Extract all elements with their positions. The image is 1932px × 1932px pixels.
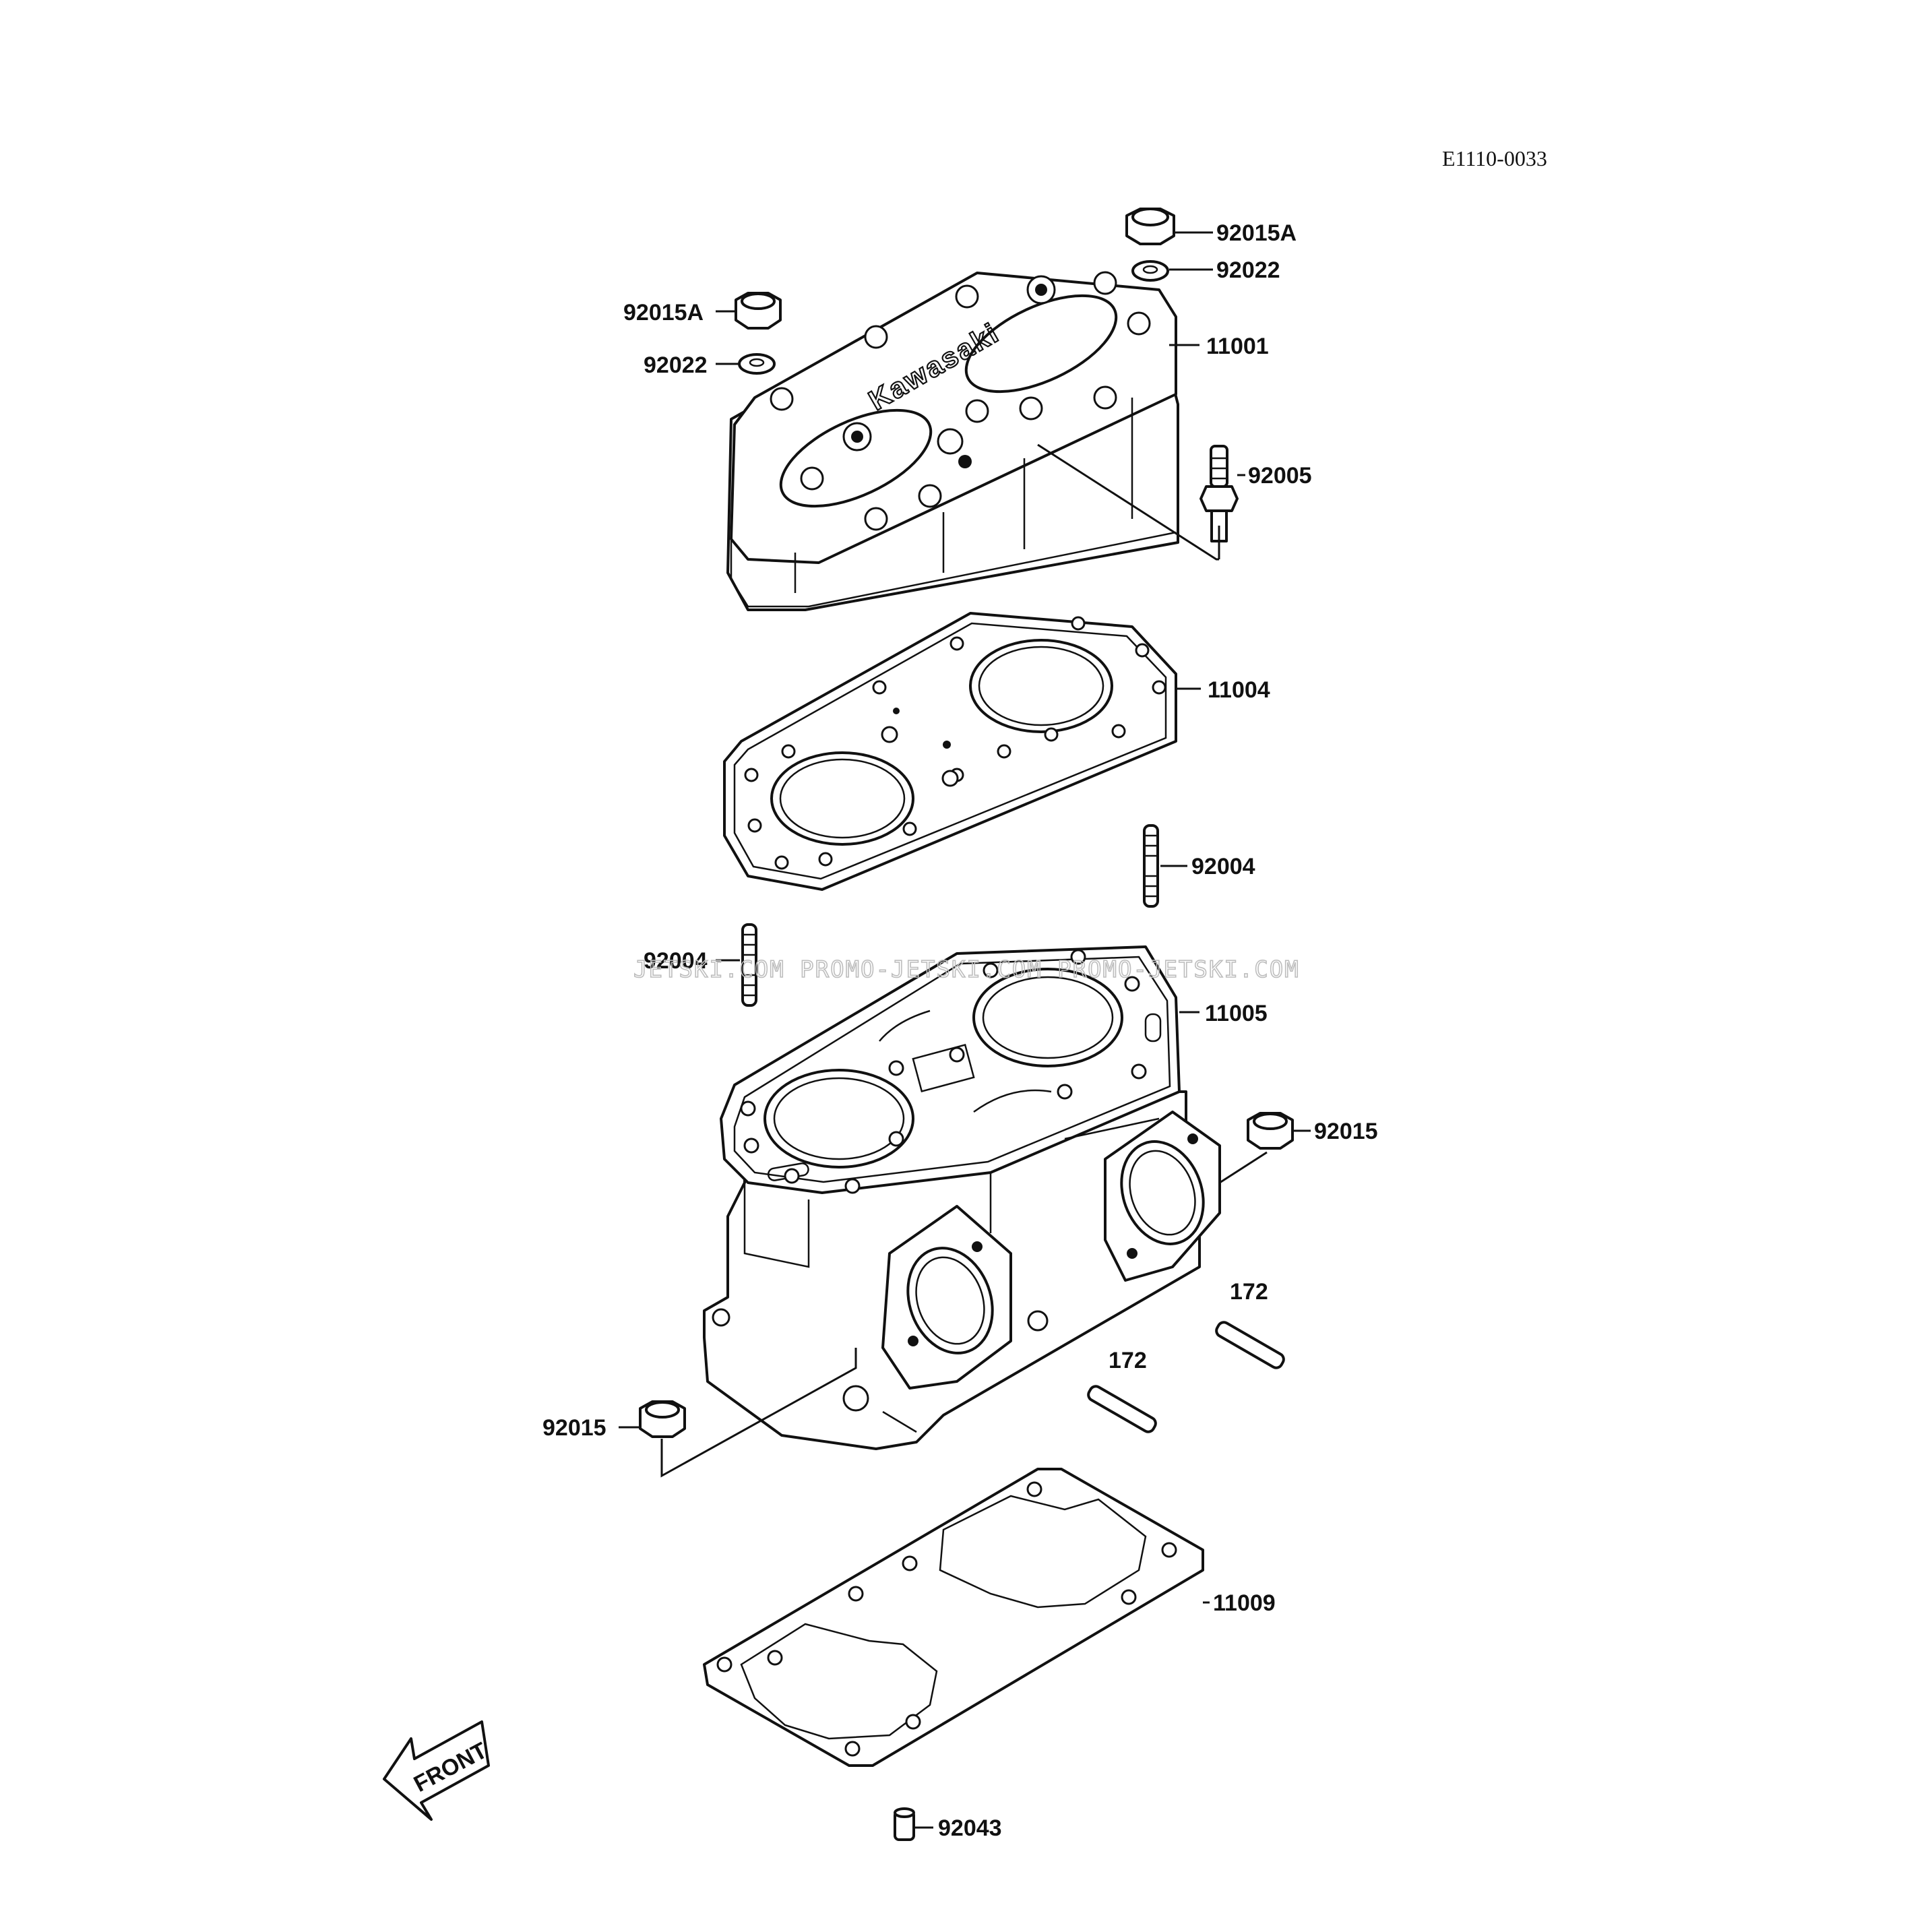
spark-plug-92005: [1199, 445, 1239, 542]
callout-92015-right: 92015: [1314, 1119, 1378, 1144]
callout-92015a-top-left: 92015A: [623, 300, 704, 325]
base-gasket: [703, 1468, 1204, 1767]
dowel-pin-92043: [894, 1807, 915, 1841]
callout-92015-left: 92015: [542, 1415, 606, 1441]
callout-92005: 92005: [1248, 463, 1312, 489]
callout-11001: 11001: [1206, 334, 1269, 359]
nut-92015a-top-right: [1125, 208, 1175, 245]
callout-92022-top-right: 92022: [1216, 257, 1280, 283]
washer-92022-top-right: [1131, 260, 1169, 282]
callout-92004-left: 92004: [644, 948, 708, 974]
stud-172-left: [1087, 1385, 1157, 1433]
nut-92015-right: [1247, 1112, 1294, 1150]
callout-172-right: 172: [1230, 1279, 1268, 1305]
cylinder-head: Kawasaki: [726, 271, 1179, 611]
cylinder-block: [703, 945, 1221, 1450]
nut-92015a-top-left: [735, 292, 782, 330]
callout-92043: 92043: [938, 1815, 1002, 1841]
leader-lines: [619, 231, 1311, 1829]
stud-172-right: [1215, 1321, 1285, 1369]
callout-11004: 11004: [1208, 677, 1270, 703]
callout-92004-right: 92004: [1191, 854, 1255, 879]
nut-92015-left: [639, 1400, 686, 1438]
callout-92015a-top-right: 92015A: [1216, 220, 1297, 246]
callout-92022-top-left: 92022: [644, 352, 708, 378]
front-direction-arrow: FRONT: [383, 1720, 491, 1821]
stud-92004-right: [1143, 824, 1159, 908]
callout-11005: 11005: [1205, 1001, 1268, 1026]
washer-92022-top-left: [738, 353, 776, 375]
callout-11009: 11009: [1213, 1590, 1276, 1616]
stud-92004-left: [741, 923, 757, 1007]
callout-172-left: 172: [1109, 1348, 1147, 1373]
head-gasket: [723, 612, 1177, 891]
watermark-text: JETSKI.COM PROMO-JETSKI.COM PROMO-JETSKI…: [633, 956, 1300, 983]
diagram-reference-code: E1110-0033: [1442, 146, 1547, 170]
